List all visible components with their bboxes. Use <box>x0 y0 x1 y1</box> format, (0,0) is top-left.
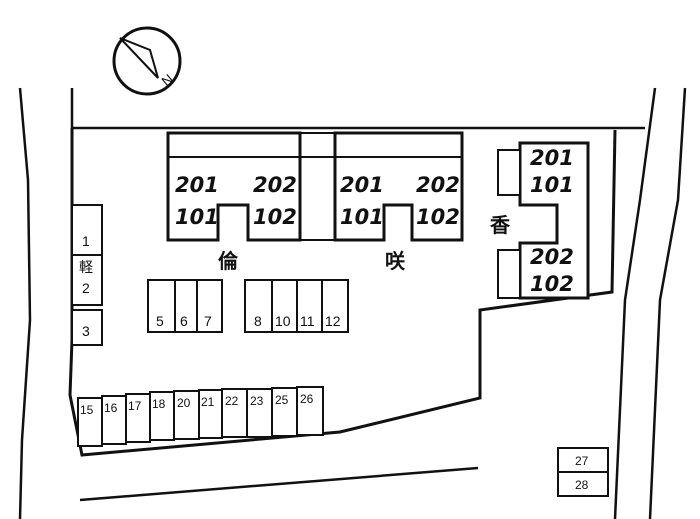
parking-space-label: 22 <box>225 394 239 408</box>
parking-space-label: 軽 <box>79 259 93 275</box>
parking-space-label: 18 <box>152 397 166 411</box>
unit-label: 201 <box>340 173 384 197</box>
building-rin: 201 101 202 102 倫 <box>166 131 302 273</box>
parking-space-label: 10 <box>275 313 291 329</box>
unit-label: 102 <box>416 205 460 229</box>
building-saki: 201 101 202 102 咲 <box>333 131 464 273</box>
parking-space-label: 6 <box>180 313 188 329</box>
parking-bottom-row: 15 16 17 18 20 21 22 23 25 26 <box>77 386 324 447</box>
building-kaori: 201 101 202 102 香 <box>490 141 590 300</box>
roads <box>18 87 687 519</box>
parking-space-label: 23 <box>250 394 264 408</box>
walkway <box>300 132 336 241</box>
parking-space-label: 27 <box>575 454 589 468</box>
parking-space-label: 2 <box>82 280 90 296</box>
unit-label: 102 <box>253 205 297 229</box>
unit-label: 101 <box>340 205 384 229</box>
parking-space-label: 11 <box>300 313 315 329</box>
parking-space-label: 5 <box>156 313 164 329</box>
parking-space-label: 26 <box>300 392 314 406</box>
north-arrow-icon: N <box>112 26 182 96</box>
parking-space-label: 21 <box>201 395 215 409</box>
unit-label: 202 <box>530 245 574 269</box>
parking-space-label: 12 <box>325 313 341 329</box>
parking-left-column: 1 軽 2 3 <box>71 204 103 346</box>
parking-space-label: 16 <box>104 401 118 415</box>
parking-space-label: 20 <box>177 396 191 410</box>
unit-label: 101 <box>530 173 574 197</box>
unit-label: 201 <box>530 146 574 170</box>
unit-label: 102 <box>530 272 574 296</box>
parking-space-label: 1 <box>82 233 90 249</box>
unit-label: 202 <box>253 173 297 197</box>
parking-space-label: 3 <box>82 323 90 339</box>
unit-label: 201 <box>175 173 219 197</box>
parking-space-label: 7 <box>204 313 212 329</box>
parking-space-label: 25 <box>275 393 289 407</box>
unit-label: 202 <box>416 173 460 197</box>
parking-space-label: 15 <box>80 403 94 417</box>
building-name: 咲 <box>385 249 406 273</box>
parking-space-label: 17 <box>128 399 142 413</box>
parking-middle-row-b: 8 10 11 12 <box>244 279 349 333</box>
parking-offsite: 27 28 <box>557 447 609 497</box>
building-name: 香 <box>490 213 511 237</box>
building-name: 倫 <box>218 249 239 273</box>
parking-middle-row-a: 5 6 7 <box>147 279 223 333</box>
unit-label: 101 <box>175 205 219 229</box>
parking-space-label: 28 <box>575 478 589 492</box>
parking-space-label: 8 <box>254 313 262 329</box>
